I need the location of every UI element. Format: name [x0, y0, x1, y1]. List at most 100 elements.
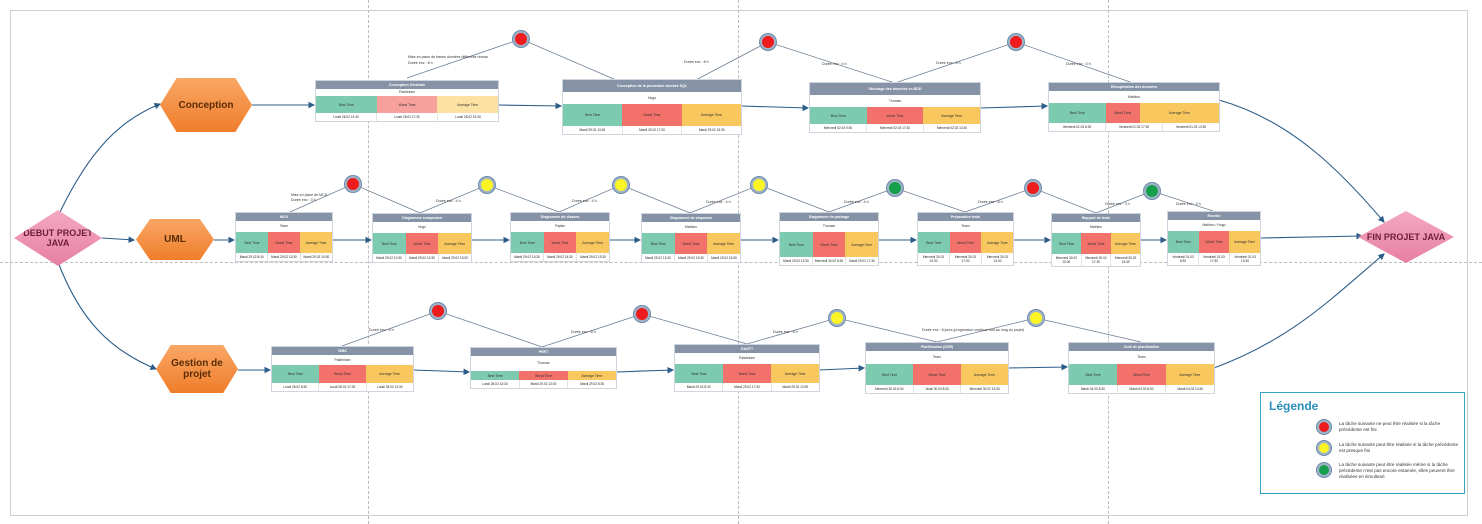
- lane-label: UML: [164, 234, 186, 245]
- task-owner: Mathieu: [1089, 225, 1103, 229]
- lane-gestion-projet[interactable]: Gestion de projet: [156, 345, 238, 393]
- lane-conception[interactable]: Conception: [160, 78, 252, 132]
- worst-time-cell: Worst Time: [812, 232, 846, 257]
- average-time-cell: Average Time: [567, 371, 616, 380]
- best-time-cell: Best Time: [1069, 364, 1118, 385]
- best-date: Mardi 29.02 13:30: [642, 254, 675, 262]
- annotation: Durée env : 3 h: [1176, 202, 1201, 206]
- worst-time-cell: Worst Time: [949, 232, 982, 253]
- average-date: Mardi 29.02 15:30: [711, 256, 737, 260]
- average-date: Mardi 29.02 13:30: [580, 255, 606, 259]
- average-time-cell: Average Time: [681, 104, 741, 126]
- annotation: Durée env : 4 h: [1066, 62, 1091, 66]
- legend-green-dot: [1317, 463, 1331, 477]
- legend-text: La tâche suivante peut être réalisée mêm…: [1339, 462, 1455, 479]
- best-time-cell: Best Time: [1168, 231, 1199, 253]
- best-date: Mardi 04.03 8:30: [1069, 385, 1118, 393]
- task-owner: Thomas: [888, 99, 902, 103]
- legend-text: La tâche suivante ne peut être réalisée …: [1339, 421, 1441, 432]
- worst-date: Vendredi 01.03 17:30: [1199, 253, 1230, 265]
- average-time-cell: Average Time: [300, 232, 332, 253]
- best-time-cell: Best Time: [675, 364, 723, 383]
- task-title: Diagramme de package: [780, 213, 878, 221]
- dependency-dot-yellow: [613, 177, 629, 193]
- average-date: Mardi 04.03 13:30: [1177, 387, 1204, 391]
- task-card[interactable]: Stockage des données en BDD Thomas Best …: [810, 83, 981, 132]
- worst-date: Mercredi 30.02 8:30: [813, 257, 846, 265]
- task-title: Conception de la procédure stockée SQL: [563, 80, 741, 92]
- legend: Légende La tâche suivante ne peut être r…: [1260, 392, 1465, 494]
- worst-time-cell: Worst Time: [543, 232, 577, 253]
- annotation: Durée env : 4 h: [706, 200, 731, 204]
- best-date: Mardi 29.02 13:30: [511, 253, 544, 261]
- worst-date: Jeudi 30.03 8:30: [914, 385, 962, 393]
- task-title: Diagramme composant: [373, 214, 471, 222]
- annotation: Durée env : 8 jours (progression continu…: [922, 328, 1024, 332]
- worst-time-cell: Worst Time: [723, 364, 771, 383]
- legend-text: La tâche suivante peut être réalisée si …: [1339, 442, 1459, 453]
- worst-time-cell: Worst Time: [913, 364, 961, 385]
- best-time-cell: Best Time: [810, 107, 867, 124]
- annotation: Durée env : 3 h: [1105, 202, 1130, 206]
- worst-date: Mercredi 30.02 17:30: [1082, 254, 1112, 266]
- best-date: Lundi 28.02 13:30: [471, 380, 520, 388]
- task-title: GANTT: [675, 345, 819, 353]
- average-date: Mercredi 30.02 13:30: [969, 387, 1000, 391]
- average-time-cell: Average Time: [366, 365, 413, 383]
- worst-date: Mardi 29.02 13:30: [268, 253, 301, 261]
- average-date: Mardi 29.02 10:30: [303, 255, 330, 259]
- annotation: Mise en place de bases données différent…: [408, 55, 489, 59]
- task-card[interactable]: Conception de la procédure stockée SQL H…: [563, 80, 741, 134]
- worst-date: Mardi 29.02 15:30: [675, 254, 708, 262]
- task-title: Diagramme de classes: [511, 213, 609, 221]
- task-owner: Hugo: [647, 96, 657, 100]
- task-title: Outil de planification: [1069, 343, 1214, 351]
- average-date: Mardi 29.02 15:30: [698, 128, 725, 132]
- task-card[interactable]: Récupération des données Mathieu Best Ti…: [1049, 83, 1219, 131]
- task-title: Stockage des données en BDD: [810, 83, 980, 95]
- dependency-dot-red: [634, 306, 650, 322]
- best-time-cell: Best Time: [642, 233, 675, 254]
- average-date: Mardi 29.02 17:30: [849, 259, 875, 263]
- annotation: Durée env : 8 h: [408, 61, 433, 65]
- connector-arrow: [57, 261, 158, 370]
- worst-date: Mardi 04.03 8:30: [1118, 385, 1167, 393]
- average-date: Mardi 29.02 13:30: [782, 385, 809, 389]
- annotation: Durée env : 8 h: [684, 60, 709, 64]
- worst-date: Mardi 29.02 13:30: [406, 254, 439, 262]
- average-time-cell: Average Time: [1139, 103, 1219, 123]
- best-date: Mardi 29.02 8:30: [675, 383, 724, 391]
- best-time-cell: Best Time: [373, 233, 406, 254]
- best-date: Mercredi 30.02 8:30: [866, 385, 914, 393]
- average-date: Vendredi 01.03 13:30: [1234, 255, 1256, 263]
- lane-uml[interactable]: UML: [136, 219, 214, 260]
- worst-date: Mardi 29.02 17:30: [723, 383, 772, 391]
- dependency-dot-green: [887, 180, 903, 196]
- dependency-dot-red: [1008, 34, 1024, 50]
- connector-arrow: [101, 236, 136, 243]
